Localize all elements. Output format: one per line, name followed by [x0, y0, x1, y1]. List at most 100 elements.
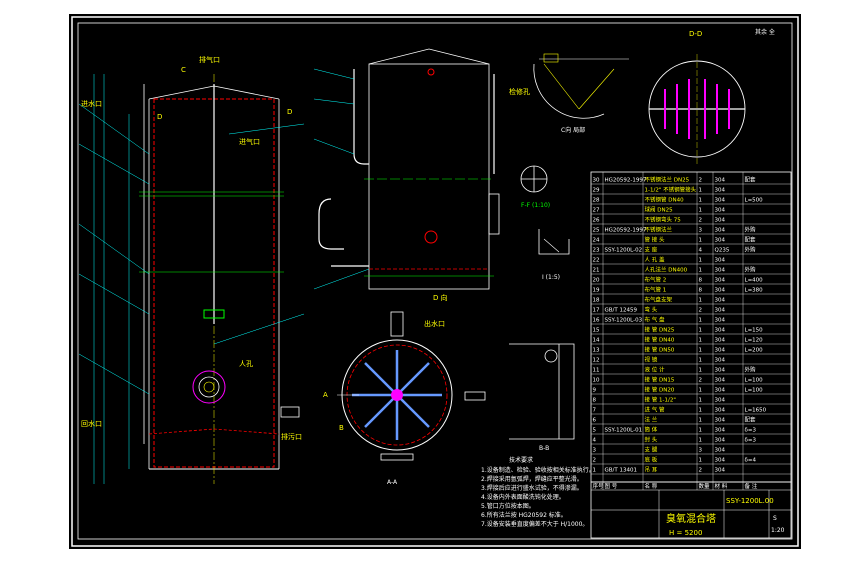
bom-header-cell: 备 注 — [745, 482, 758, 490]
view-d: D 向 — [313, 48, 500, 302]
bom-cell: 304 — [715, 298, 726, 304]
bom-cell: 1 — [699, 188, 703, 194]
bom-cell: 304 — [715, 388, 726, 394]
bom-cell: 304 — [715, 348, 726, 354]
view-d-leader-3 — [313, 138, 355, 155]
bom-cell: 不锈钢法兰 DN25 — [645, 176, 690, 184]
c-detail-title: C向 局部 — [561, 126, 585, 134]
section-b-marker: B — [339, 424, 344, 432]
bom-cell: 304 — [715, 408, 726, 414]
bom-cell: 304 — [715, 308, 726, 314]
bom-cell: 不锈钢弯头 75 — [645, 216, 682, 224]
bom-cell: 24 — [593, 238, 600, 244]
note-4: 4.设备内外表面酸洗钝化处理。 — [481, 493, 565, 501]
bom-header-cell: 材 料 — [715, 482, 728, 490]
bom-cell: 304 — [715, 278, 726, 284]
bom-cell: L=1650 — [745, 408, 767, 414]
bom-cell: 1-1/2" 不锈钢管接头 — [645, 186, 697, 194]
bom-cell: 304 — [715, 468, 726, 474]
leader-3 — [78, 223, 150, 275]
bom-cell: 304 — [715, 288, 726, 294]
leader-6 — [213, 313, 305, 345]
bom-cell: 17 — [593, 308, 600, 314]
bom-cell: 304 — [715, 258, 726, 264]
bom-cell: 2 — [699, 378, 703, 384]
bom-cell: 接 管 1-1/2" — [645, 396, 676, 404]
bom-cell: 进 气 管 — [645, 406, 665, 414]
bom-cell: 1 — [699, 348, 703, 354]
bom-cell: 304 — [715, 398, 726, 404]
bom-cell: 布气管 2 — [645, 276, 667, 284]
bom-cell: 4 — [593, 438, 597, 444]
bom-cell: 1 — [699, 198, 703, 204]
bom-cell: 筒 体 — [645, 426, 658, 434]
aa-spoke-4 — [396, 394, 430, 428]
drawing-sheet: 进水口 排气口 进气口 人孔 回水口 排污口 C D D A D 向 — [69, 14, 801, 549]
view-d-pipe-loop — [318, 198, 344, 250]
view-c-detail: C向 局部 检修孔 — [509, 53, 629, 134]
bom-cell: L=200 — [745, 348, 764, 354]
gas-distributor — [203, 309, 225, 319]
bom-cell: 人孔法兰 DN400 — [645, 266, 688, 274]
bom-cell: 8 — [699, 278, 703, 284]
drawing-number: SSY-1200L.00 — [726, 497, 774, 505]
bom-cell: 封 头 — [645, 436, 658, 444]
bom-cell: 6 — [593, 418, 597, 424]
bom-cell: L=100 — [745, 378, 764, 384]
note-3: 3.焊接后应进行盛水试验，不得渗漏。 — [481, 484, 583, 492]
cad-drawing: 进水口 排气口 进气口 人孔 回水口 排污口 C D D A D 向 — [71, 16, 799, 547]
view-d-leader-4 — [313, 268, 370, 290]
bom-cell: 3 — [699, 228, 703, 234]
bom-cell: 配套 — [745, 236, 757, 244]
dd-title: D-D — [689, 30, 702, 38]
manhole-inner — [198, 376, 220, 398]
bom-cell: Q235 — [715, 248, 730, 254]
bom-cell: 304 — [715, 378, 726, 384]
bom-header-cell: 序号 — [593, 482, 605, 490]
bom-cell: 304 — [715, 338, 726, 344]
bom-cell: 球阀 DN25 — [645, 206, 674, 214]
notes-title: 技术要求 — [509, 456, 533, 464]
bom-cell: L=100 — [745, 388, 764, 394]
bom-cell: 1 — [699, 398, 703, 404]
bom-cell: 1 — [699, 328, 703, 334]
bom-cell: 外购 — [745, 266, 757, 274]
bom-cell: 1 — [699, 268, 703, 274]
bom-cell: HG20592-1997 — [605, 228, 647, 234]
view-d-title: D 向 — [433, 293, 448, 302]
bom-cell: 1 — [699, 338, 703, 344]
bom-cell: 26 — [593, 218, 600, 224]
bom-cell: SSY-1200L-01 — [605, 428, 643, 434]
inspection-hole-label: 检修孔 — [509, 87, 530, 96]
bom-cell: δ=3 — [745, 438, 757, 444]
bom-cell: 3 — [593, 448, 597, 454]
bom-cell: 2 — [593, 458, 597, 464]
section-d-marker-left: D — [157, 113, 162, 121]
bom-cell: 布 气 盘 — [645, 316, 665, 324]
title-block: 序号图 号名 称数量材 料备 注 SSY-1200L.00 臭氧混合塔 H = … — [590, 481, 792, 539]
view-d-level-gauge — [488, 193, 500, 235]
bom-cell: 23 — [593, 248, 600, 254]
bom-cell: SSY-1200L-03 — [605, 318, 643, 324]
drain-label: 排污口 — [281, 432, 302, 441]
leader-7 — [228, 123, 305, 135]
bom-cell: 13 — [593, 348, 600, 354]
bom-cell: 304 — [715, 238, 726, 244]
bom-cell: 外购 — [745, 366, 757, 374]
bom-cell: 布气盘支架 — [645, 296, 673, 304]
bom-cell: δ=4 — [745, 458, 757, 464]
note-6: 6.所有法兰按 HG20592 标准。 — [481, 511, 567, 519]
aa-title: A-A — [387, 479, 398, 486]
bom-cell: 25 — [593, 228, 600, 234]
bom-cell: 304 — [715, 438, 726, 444]
bom-cell: 304 — [715, 358, 726, 364]
bom-cell: 304 — [715, 208, 726, 214]
manhole-outer — [192, 370, 226, 404]
note-2: 2.焊接采用氩弧焊，焊缝应平整光滑。 — [481, 475, 583, 483]
bom-cell: 12 — [593, 358, 600, 364]
view-d-leader-1 — [313, 68, 355, 80]
bom-cell: SSY-1200L-02 — [605, 248, 643, 254]
aa-bottom-nozzle — [380, 453, 414, 461]
dd-branches — [664, 79, 730, 139]
height-note: H = 5200 — [669, 529, 702, 537]
